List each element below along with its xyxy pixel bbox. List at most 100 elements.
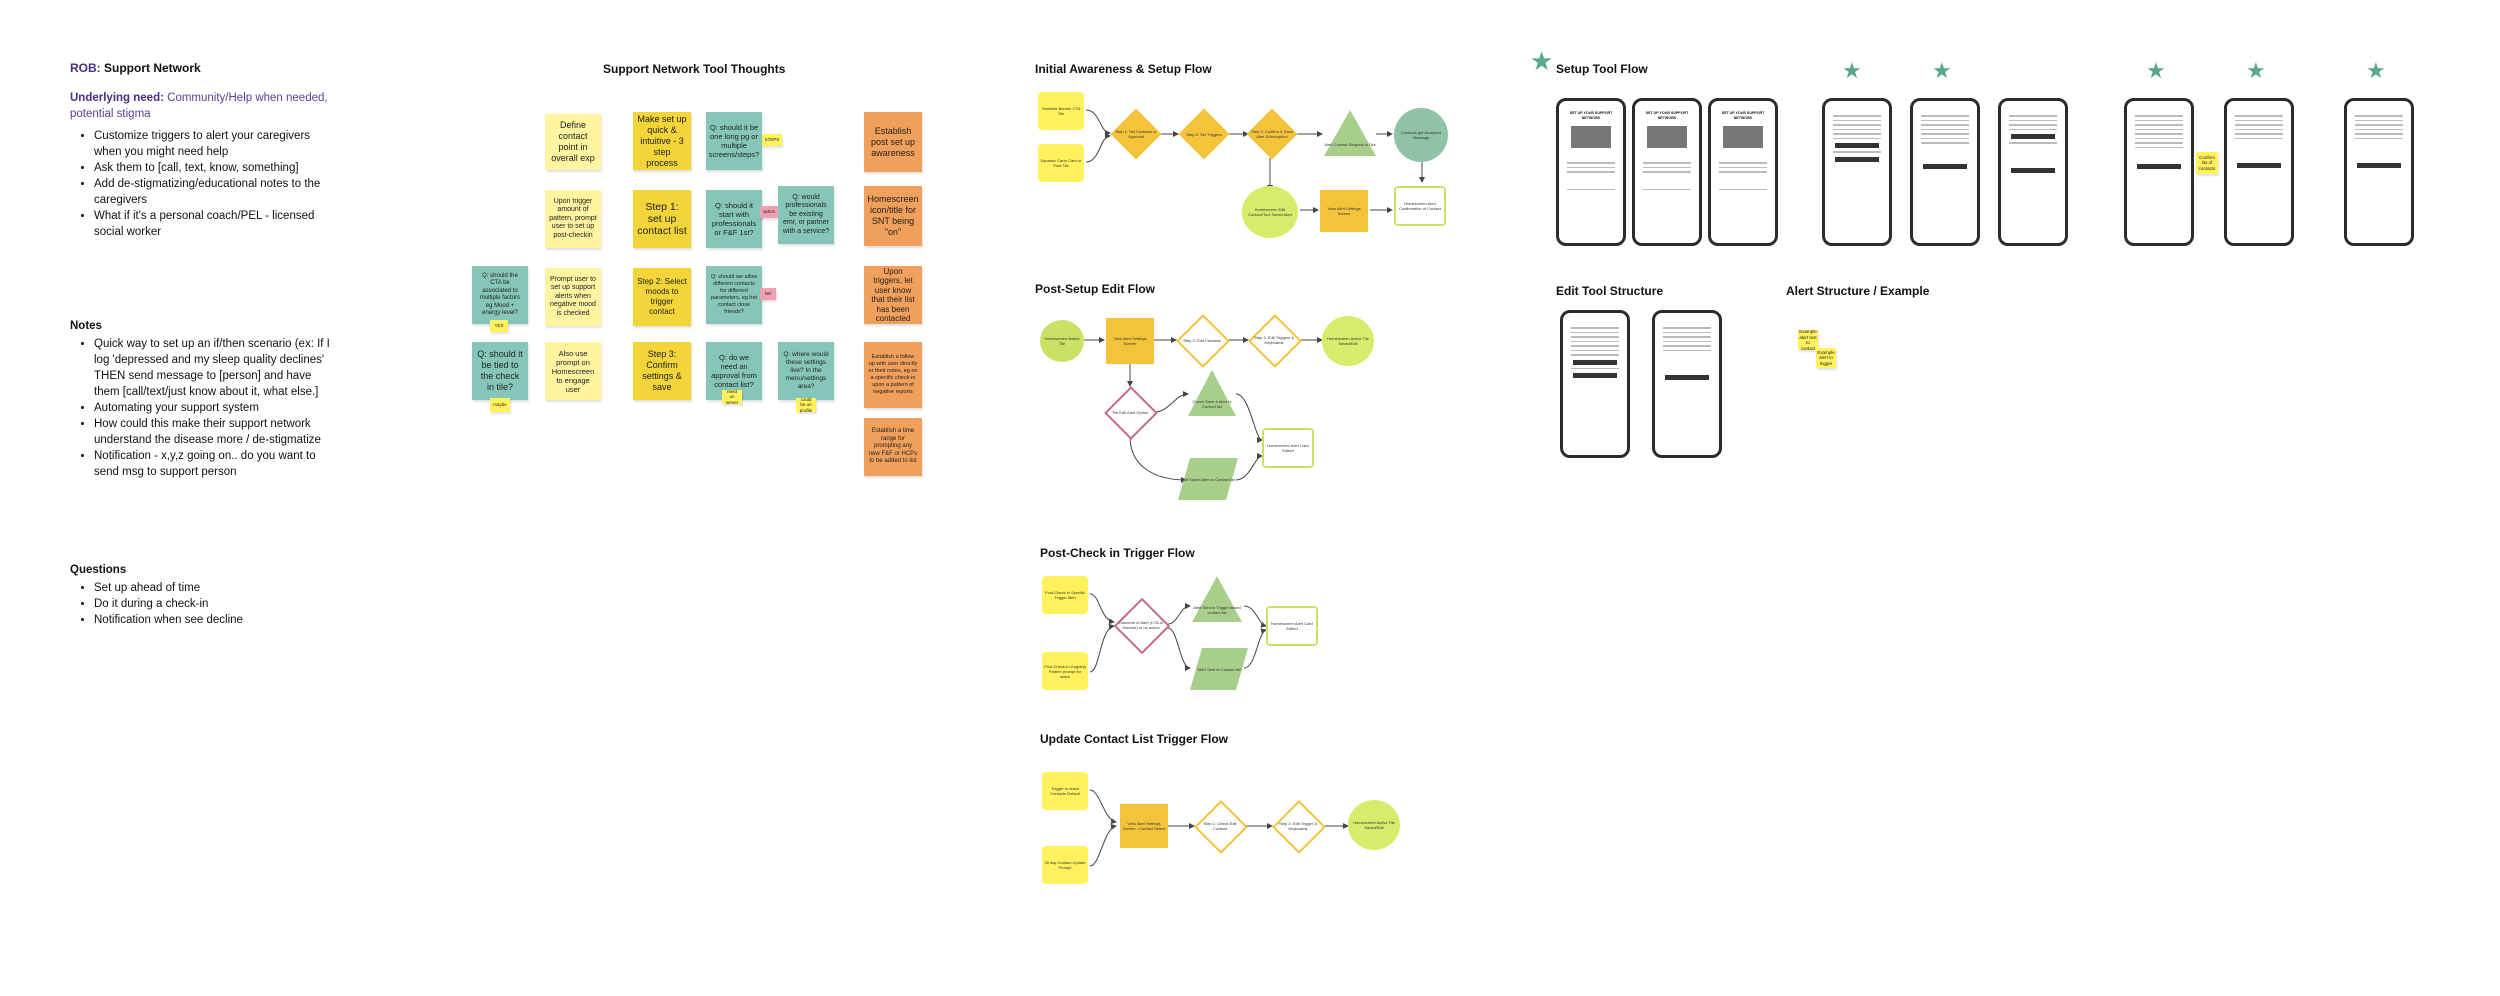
phone-mockup[interactable]: [1998, 98, 2068, 246]
sticky-tag[interactable]: need on server: [722, 389, 742, 405]
flow-node[interactable]: Post-Check-In Ongoing Pattern prompt for…: [1042, 652, 1088, 690]
flow-node[interactable]: Tile Edit Alert Option: [1104, 386, 1158, 440]
list-item: Do it during a check-in: [94, 596, 338, 612]
star-icon: ★: [1842, 58, 1862, 83]
edit-tool-title: Edit Tool Structure: [1556, 284, 1664, 298]
list-item: What if it's a personal coach/PEL - lice…: [94, 208, 338, 240]
phone-mockup[interactable]: [1822, 98, 1892, 246]
phone-mockup[interactable]: SET UP YOUR SUPPORT NETWORK: [1556, 98, 1626, 246]
sticky-note[interactable]: Establish a follow up with user directly…: [864, 342, 922, 408]
sticky-note[interactable]: Q: should it be tied to the check in til…: [472, 342, 528, 400]
flow-node[interactable]: Step 1: Check Edit Contact: [1194, 800, 1248, 854]
sticky-note[interactable]: Step 1: set up contact list: [633, 190, 691, 248]
phone-mockup[interactable]: SET UP YOUR SUPPORT NETWORK: [1708, 98, 1778, 246]
sticky-note[interactable]: Also use prompt on Homescreen to engage …: [545, 342, 601, 400]
sticky-tag[interactable]: NO: [760, 288, 776, 300]
flow-node[interactable]: Homescreen Notice Tile: [1040, 320, 1084, 362]
list-item: Customize triggers to alert your caregiv…: [94, 128, 338, 160]
sticky-note[interactable]: Establish post set up awareness: [864, 112, 922, 172]
star-icon: ★: [1932, 58, 1952, 83]
flow-node[interactable]: SMS Sent to Contact list: [1188, 646, 1250, 692]
phone-mockup[interactable]: [2224, 98, 2294, 246]
sticky-note[interactable]: Prompt user to set up support alerts whe…: [545, 268, 601, 326]
flow-node[interactable]: Step 3: Edit Triggers & Keyboards: [1248, 314, 1302, 368]
star-icon: ★: [1530, 46, 1554, 76]
flow-node[interactable]: Homescreen Active Tile Saved/Edit: [1322, 316, 1374, 366]
flow-node[interactable]: Hometile Banner CTA Tile: [1038, 92, 1084, 130]
parallelogram-shape: [1190, 648, 1248, 690]
sticky-note[interactable]: Q: should it start with professionals or…: [706, 190, 762, 248]
sticky-tag[interactable]: maybe: [490, 398, 510, 412]
flow-node[interactable]: View Alert Settings Screen - Contact Sel…: [1120, 804, 1168, 848]
flow-node[interactable]: Contacts get Accepted Message: [1394, 108, 1448, 162]
setup-title: Setup Tool Flow: [1556, 62, 1648, 76]
flow-node[interactable]: View Alert Settings Screen: [1320, 190, 1368, 232]
phone-mockup[interactable]: [2124, 98, 2194, 246]
alert-structure-title: Alert Structure / Example: [1786, 284, 1930, 298]
triangle-shape: [1324, 110, 1376, 156]
sticky-note[interactable]: Q: should it be one long pg or multiple …: [706, 112, 762, 170]
list-item: Quick way to set up an if/then scenario …: [94, 336, 338, 400]
questions-title: Questions: [70, 564, 127, 576]
flow-node[interactable]: Dynamic Carry Card or Post Tile: [1038, 144, 1084, 182]
phone-mockup[interactable]: [2344, 98, 2414, 246]
sticky-tag[interactable]: STEPS: [762, 134, 782, 146]
sticky-note[interactable]: Step 2: Select moods to trigger contact: [633, 268, 691, 326]
sticky-note[interactable]: Example alert to trigger: [1816, 348, 1836, 368]
notes-title: Notes: [70, 320, 102, 332]
sticky-note[interactable]: Upon trigger amount of pattern, prompt u…: [545, 190, 601, 248]
flow-node[interactable]: Alert Sent to Trigger based contact list: [1190, 574, 1244, 624]
sticky-tag[interactable]: could be on profile: [796, 397, 816, 413]
phone-mockup[interactable]: [1652, 310, 1722, 458]
flow-node[interactable]: Step 2: Edit Trigger & Keyboards: [1272, 800, 1326, 854]
sticky-tag[interactable]: option: [760, 206, 778, 218]
flow-node[interactable]: Alert Contact Request to Opt: [1322, 108, 1378, 158]
flow-node[interactable]: Edit Saved Alert to Contact list: [1176, 456, 1240, 502]
image-placeholder: [1571, 126, 1611, 148]
flow-node[interactable]: 30 day Contact Update Prompt: [1042, 846, 1088, 884]
list-item: Notification - x,y,z going on.. do you w…: [94, 448, 338, 480]
sticky-note[interactable]: Define contact point in overall exp: [545, 114, 601, 170]
sticky-note[interactable]: Q: should we allow different contacts fo…: [706, 266, 762, 324]
flow-node[interactable]: Homescreen Alert Card Edited: [1266, 606, 1318, 646]
flow-node[interactable]: Step 2: Edit Contacts: [1176, 314, 1230, 368]
page-title: ROB: Support Network: [70, 61, 201, 75]
sticky-note[interactable]: Example alert text to contact: [1798, 329, 1818, 351]
sticky-tag[interactable]: YES: [490, 320, 508, 332]
sticky-note[interactable]: Q: would professionals be existing emr, …: [778, 186, 834, 244]
flow-node[interactable]: Trigger to reach Contacts Default: [1042, 772, 1088, 810]
phone-mockup[interactable]: [1560, 310, 1630, 458]
list-item: Notification when see decline: [94, 612, 338, 628]
sticky-note[interactable]: Confirm list of contacts: [2196, 152, 2218, 174]
flow-node[interactable]: Homescreen Active Tile Saved/Edit: [1348, 800, 1400, 850]
phone-mockup[interactable]: [1910, 98, 1980, 246]
sticky-note[interactable]: Q: where would these settings live? In t…: [778, 342, 834, 400]
flow-node[interactable]: Homescreen Edit Contact/Tool Saved Alert: [1242, 186, 1298, 238]
phone-mockup[interactable]: SET UP YOUR SUPPORT NETWORK: [1632, 98, 1702, 246]
image-placeholder: [1647, 126, 1687, 148]
triangle-shape: [1192, 576, 1242, 622]
sticky-note[interactable]: Homescreen icon/title for SNT being "on": [864, 186, 922, 246]
flow-node[interactable]: Post-Check in Specific Trigger Alert: [1042, 576, 1088, 614]
questions-section: Questions Set up ahead of time Do it dur…: [70, 562, 338, 628]
flow-node[interactable]: Check Save & Alert to Contact list: [1186, 368, 1238, 418]
sticky-note[interactable]: Q: should the CTA be associated to multi…: [472, 266, 528, 324]
list-item: Set up ahead of time: [94, 580, 338, 596]
flow-node[interactable]: Homescreen Alert Confirmation of Contact: [1394, 186, 1446, 226]
flow-node[interactable]: Outcome of Alert (CTA or Dismiss) or no …: [1113, 597, 1171, 655]
flow-node[interactable]: Homescreen Alert Card Edited: [1262, 428, 1314, 468]
flow-title: Update Contact List Trigger Flow: [1040, 732, 1229, 746]
flow-node[interactable]: Step 3: Confirm & Save Alert Subscriptio…: [1246, 108, 1298, 160]
parallelogram-shape: [1178, 458, 1238, 500]
flow-title: Post-Check in Trigger Flow: [1040, 546, 1195, 560]
sticky-note[interactable]: Step 3: Confirm settings & save: [633, 342, 691, 400]
notes-section: Notes Quick way to set up an if/then sce…: [70, 318, 338, 480]
sticky-note[interactable]: Make set up quick & intuitive - 3 step p…: [633, 112, 691, 170]
flow-node[interactable]: View Alert Settings Screen: [1106, 318, 1154, 364]
sticky-note[interactable]: Upon triggers, let user know that their …: [864, 266, 922, 324]
flow-title: Initial Awareness & Setup Flow: [1035, 62, 1212, 76]
flow-node[interactable]: Step 2: Set Triggers: [1178, 108, 1230, 160]
sticky-note[interactable]: Establish a time range for prompting any…: [864, 418, 922, 476]
list-item: Automating your support system: [94, 400, 338, 416]
flow-node[interactable]: Step 1: Set Contacts or Approval: [1110, 108, 1162, 160]
